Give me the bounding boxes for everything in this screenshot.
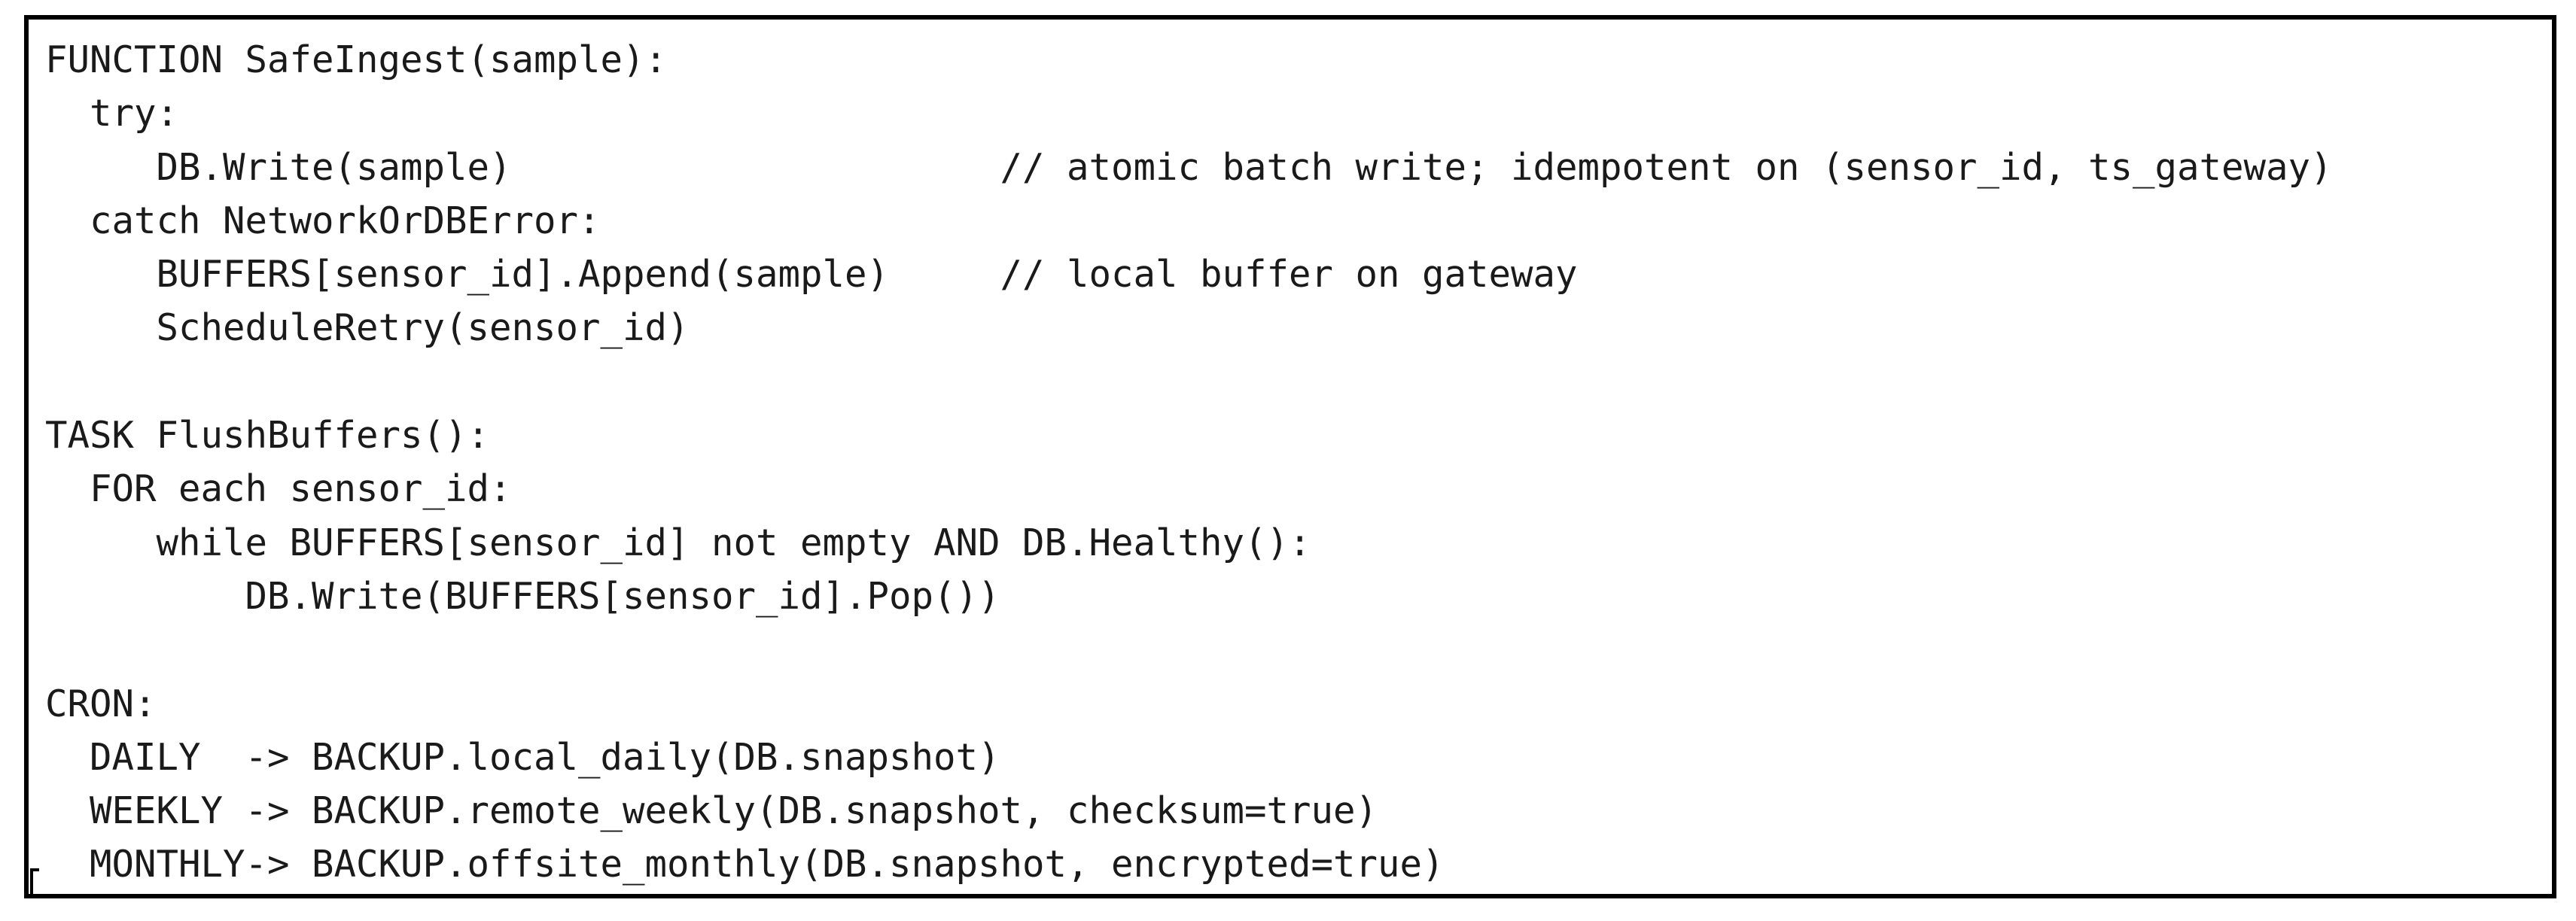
- code-line: DB.Write(BUFFERS[sensor_id].Pop()): [45, 574, 1000, 618]
- code-line: MONTHLY-> BACKUP.offsite_monthly(DB.snap…: [45, 843, 1445, 886]
- code-line: catch NetworkOrDBError:: [45, 199, 601, 242]
- code-line: FOR each sensor_id:: [45, 467, 512, 511]
- code-line: TASK FlushBuffers():: [45, 414, 490, 457]
- code-line: [45, 355, 2333, 409]
- code-line: CRON:: [45, 682, 157, 725]
- code-line: WEEKLY -> BACKUP.remote_weekly(DB.snapsh…: [45, 789, 1378, 833]
- code-line: while BUFFERS[sensor_id] not empty AND D…: [45, 521, 1311, 564]
- code-line: FUNCTION SafeIngest(sample):: [45, 38, 668, 81]
- code-line: DAILY -> BACKUP.local_daily(DB.snapshot): [45, 735, 1000, 779]
- code-line: [45, 623, 2333, 676]
- code-line: try:: [45, 92, 179, 135]
- code-listing-frame: FUNCTION SafeIngest(sample): try: DB.Wri…: [24, 15, 2556, 898]
- text-cursor-icon: [30, 868, 39, 894]
- code-line: DB.Write(sample) // atomic batch write; …: [45, 145, 2333, 189]
- pseudocode-block: FUNCTION SafeIngest(sample): try: DB.Wri…: [45, 33, 2333, 892]
- code-line: BUFFERS[sensor_id].Append(sample) // loc…: [45, 253, 1578, 296]
- code-line: ScheduleRetry(sensor_id): [45, 306, 690, 350]
